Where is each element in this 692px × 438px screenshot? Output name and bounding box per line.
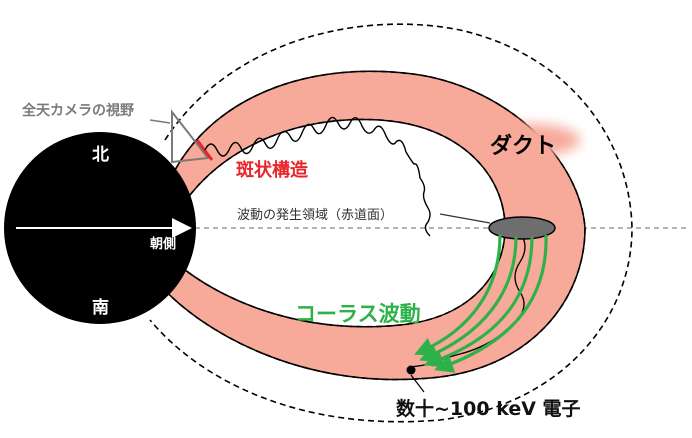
chorus-wave-label: コーラス波動 bbox=[295, 302, 421, 326]
source-pointer bbox=[439, 213, 491, 224]
patchy-structure-label: 斑状構造 bbox=[236, 160, 308, 181]
chorus-arrow-1 bbox=[414, 234, 502, 356]
duct-label: ダクト bbox=[490, 134, 557, 159]
ray-path-wave bbox=[204, 116, 431, 237]
electron-pointer bbox=[410, 374, 425, 393]
camera-pointer bbox=[149, 119, 171, 124]
chorus-arrow-4 bbox=[433, 234, 548, 373]
camera-fov-triangle bbox=[171, 109, 210, 164]
dawn-side-label: 朝側 bbox=[150, 237, 177, 252]
electron-dot bbox=[406, 365, 416, 375]
source-region-label: 波動の発生領域（赤道面） bbox=[237, 208, 394, 223]
electron-energy-label: 数十~100 keV 電子 bbox=[396, 398, 581, 420]
camera-fov-label: 全天カメラの視野 bbox=[22, 103, 134, 119]
patchy-mark bbox=[195, 139, 214, 161]
south-label: 南 bbox=[92, 298, 109, 318]
source-region-ellipse bbox=[488, 216, 556, 240]
chorus-arrow-3 bbox=[423, 236, 534, 368]
duct-label-glow bbox=[480, 124, 580, 156]
outer-field-line-1 bbox=[159, 70, 586, 381]
north-label: 北 bbox=[92, 145, 109, 165]
chorus-arrow-2 bbox=[419, 236, 518, 362]
